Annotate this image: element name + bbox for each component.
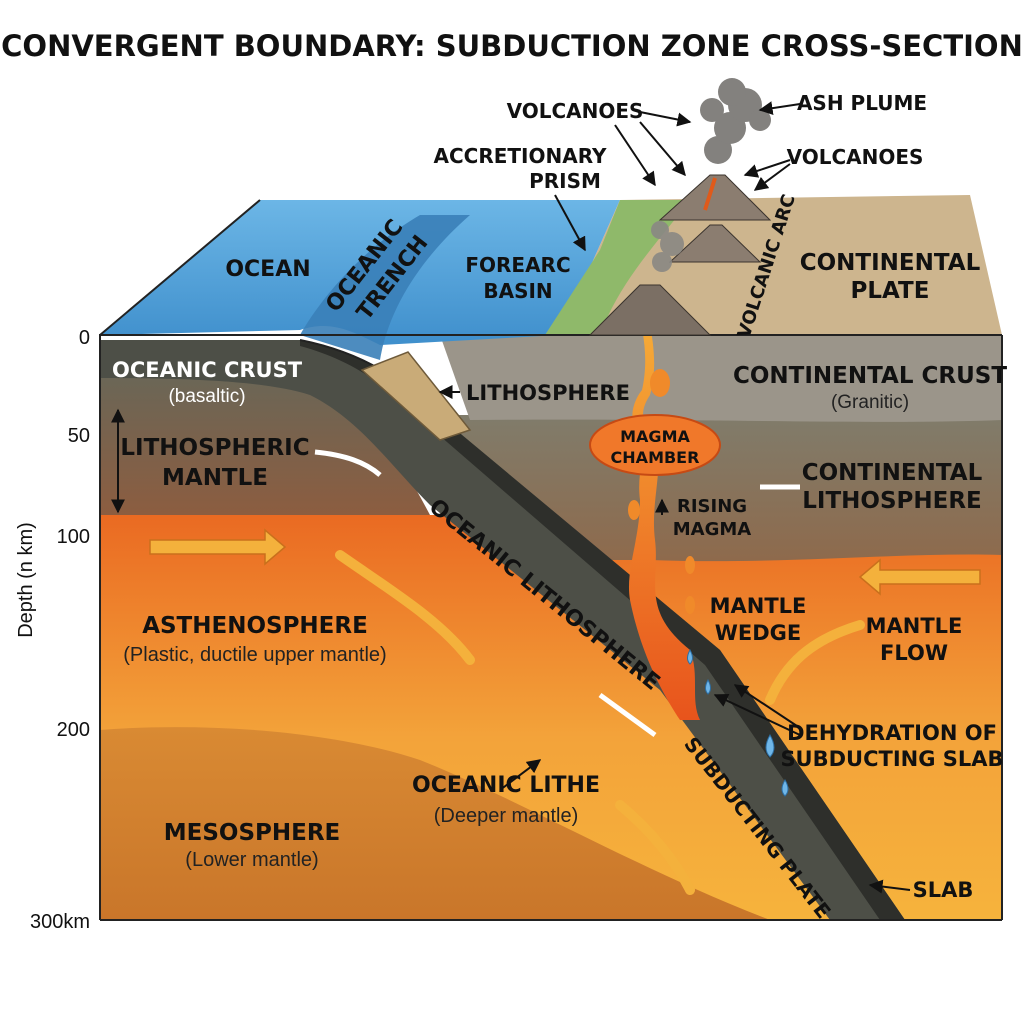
label-forearc-basin-2: BASIN	[483, 279, 552, 303]
label-mesosphere-sub: (Lower mantle)	[185, 849, 318, 871]
diagram-title: CONVERGENT BOUNDARY: SUBDUCTION ZONE CRO…	[1, 29, 1023, 63]
label-asthenosphere-sub: (Plastic, ductile upper mantle)	[123, 644, 386, 666]
label-dehydration-2: SUBDUCTING SLAB	[780, 747, 1003, 771]
depth-axis-label: Depth (n km)	[15, 522, 37, 638]
ash-plume-small	[651, 221, 684, 272]
label-mantle-wedge-1: MANTLE	[710, 594, 807, 618]
magma-blob-1	[650, 369, 670, 397]
label-mantle-flow-2: FLOW	[880, 641, 948, 665]
label-oceanic-lithe: OCEANIC LITHE	[412, 773, 600, 798]
mesosphere-layer	[100, 727, 770, 920]
magma-conduit	[628, 285, 700, 720]
label-mantle-wedge-2: WEDGE	[715, 621, 802, 645]
label-continental-crust: CONTINENTAL CRUST	[733, 363, 1007, 389]
volcano-main	[588, 284, 712, 336]
magma-drop-1	[628, 500, 640, 520]
lava-streak	[703, 177, 717, 211]
label-continental-crust-sub: (Granitic)	[831, 392, 909, 413]
depth-tick-300: 300km	[30, 911, 90, 933]
depth-tick-200: 200	[57, 719, 90, 741]
label-ocean: OCEAN	[225, 257, 310, 282]
label-oceanic-crust: OCEANIC CRUST	[112, 358, 303, 382]
label-magma-chamber-2: CHAMBER	[611, 448, 700, 467]
label-continental-plate-2: PLATE	[851, 278, 930, 304]
continental-crust-layer	[440, 335, 1002, 422]
label-slab: SLAB	[913, 878, 974, 902]
label-oceanic-lithe-sub: (Deeper mantle)	[434, 805, 579, 827]
ash-plume-main	[700, 78, 771, 164]
label-continental-lithosphere-2: LITHOSPHERE	[802, 488, 982, 514]
label-mesosphere: MESOSPHERE	[164, 820, 341, 846]
label-rising-magma-2: MAGMA	[673, 519, 752, 540]
label-magma-chamber-1: MAGMA	[620, 427, 690, 446]
asthenosphere-flow-arrows	[149, 528, 981, 596]
flow-arrow-curve-2	[765, 620, 865, 705]
water-drop-4	[687, 648, 693, 665]
label-dehydration-1: DEHYDRATION OF	[787, 721, 997, 745]
label-lithospheric-mantle-1: LITHOSPHERIC	[120, 435, 309, 461]
depth-tick-100: 100	[57, 526, 90, 548]
label-volcanoes-left: VOLCANOES	[507, 99, 644, 123]
label-lithosphere: LITHOSPHERE	[466, 381, 630, 405]
label-lithospheric-mantle-2: MANTLE	[162, 465, 268, 491]
label-ash-plume: ASH PLUME	[797, 91, 927, 115]
label-oceanic-crust-sub: (basaltic)	[168, 386, 245, 407]
magma-drop-3	[685, 596, 695, 614]
block-outline	[99, 199, 1003, 921]
volcano-back-1	[658, 174, 772, 221]
water-drop-3	[705, 678, 711, 695]
label-volcanoes-right: VOLCANOES	[787, 145, 924, 169]
continental-lithosphere-layer	[440, 415, 1002, 562]
water-drop-2	[781, 779, 789, 797]
label-accretionary-prism-2: PRISM	[529, 169, 601, 193]
label-asthenosphere: ASTHENOSPHERE	[142, 613, 368, 639]
volcano-back-2	[668, 224, 762, 263]
slab-dark-edge	[300, 340, 905, 920]
magma-chamber	[589, 414, 721, 476]
flow-arrow-curve-3	[615, 800, 695, 895]
magma-drop-2	[685, 556, 695, 574]
depth-tick-50: 50	[68, 425, 90, 447]
accretionary-prism	[360, 351, 472, 441]
label-forearc-basin-1: FOREARC	[465, 253, 570, 277]
depth-tick-0: 0	[79, 327, 90, 349]
label-accretionary-prism-1: ACCRETIONARY	[434, 144, 608, 168]
slab-motion-arrow-2	[598, 692, 657, 738]
label-rising-magma-1: RISING	[677, 496, 747, 517]
water-drop-1	[765, 733, 775, 758]
subducting-slab	[100, 340, 905, 920]
oceanic-trench	[300, 215, 470, 360]
label-mantle-flow-1: MANTLE	[866, 614, 963, 638]
slab-motion-arrow-1	[314, 449, 382, 477]
leader-arrows	[438, 101, 911, 894]
flow-arrow-curve-1	[335, 550, 475, 665]
label-continental-plate-1: CONTINENTAL	[800, 250, 981, 276]
label-continental-lithosphere-1: CONTINENTAL	[802, 460, 983, 486]
